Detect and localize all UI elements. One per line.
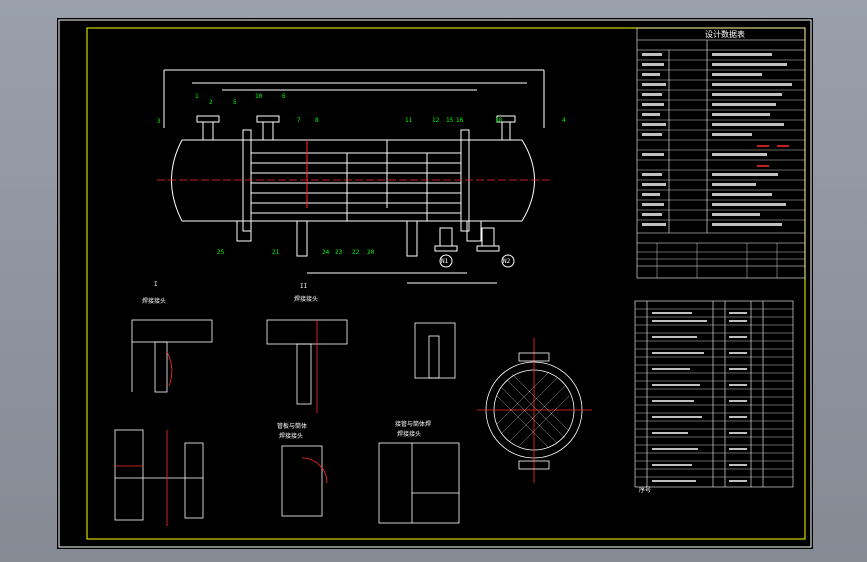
parts-list-table (634, 300, 794, 488)
callout-6: 6 (282, 93, 286, 100)
inner-frame (86, 27, 806, 540)
design-table-header: 设计数据表 (705, 29, 745, 39)
heat-exchanger-drawing: 3 1 2 5 10 6 7 8 11 12 15 16 18 4 25 21 … (58, 19, 812, 548)
callout-7: 7 (297, 117, 301, 124)
design-data-table (636, 27, 806, 279)
section-ii-label: II (300, 283, 308, 290)
nozzle-tag-n1: N1 (441, 258, 449, 265)
bracket-detail (114, 429, 204, 526)
section-i-sublabel: 焊接接头 (142, 297, 166, 305)
section-i-label: I (154, 281, 158, 288)
design-table-rows (637, 59, 805, 278)
callout-25: 25 (217, 249, 225, 256)
detail-section-d (378, 442, 460, 524)
detail-section-ii (266, 319, 348, 413)
callout-5: 5 (233, 99, 237, 106)
section-d-label: 接管与筒体焊 (395, 420, 431, 428)
callout-16: 16 (456, 117, 464, 124)
callout-3: 3 (157, 118, 161, 125)
section-c-label: 管板与筒体 (277, 422, 307, 430)
callout-20: 20 (367, 249, 375, 256)
detail-section-i (131, 319, 213, 393)
callout-23: 23 (335, 249, 343, 256)
callout-24: 24 (322, 249, 330, 256)
tube-sheet-view (477, 338, 592, 483)
detail-section-c (281, 445, 328, 517)
callout-10: 10 (255, 93, 263, 100)
drawing-sheet: 3 1 2 5 10 6 7 8 11 12 15 16 18 4 25 21 … (57, 18, 813, 549)
section-c-sublabel: 焊接接头 (279, 432, 303, 440)
callout-1: 1 (195, 93, 199, 100)
callout-11: 11 (405, 117, 413, 124)
callout-21: 21 (272, 249, 280, 256)
parts-list-rows (635, 308, 793, 478)
nozzle-tags: N1 N2 (439, 254, 515, 268)
parts-list-text-strips (652, 312, 747, 482)
design-table-red-marks (757, 145, 789, 167)
parts-list-header: 序号 (639, 486, 651, 494)
nozzle-tag-n2: N2 (503, 258, 511, 265)
section-d-sublabel: 焊接接头 (397, 430, 421, 438)
callout-labels: 3 1 2 5 10 6 7 8 11 12 15 16 18 4 25 21 … (157, 93, 566, 256)
detail-section-iii (414, 322, 456, 379)
callout-4: 4 (562, 117, 566, 124)
callout-12: 12 (432, 117, 440, 124)
callout-8: 8 (315, 117, 319, 124)
outer-frame (58, 19, 812, 548)
callout-22: 22 (352, 249, 360, 256)
section-ii-sublabel: 焊接接头 (294, 295, 318, 303)
callout-18: 18 (495, 117, 503, 124)
callout-2: 2 (209, 99, 213, 106)
design-table-text-strips (642, 53, 792, 226)
callout-15: 15 (446, 117, 454, 124)
tube-hatch (496, 371, 570, 449)
